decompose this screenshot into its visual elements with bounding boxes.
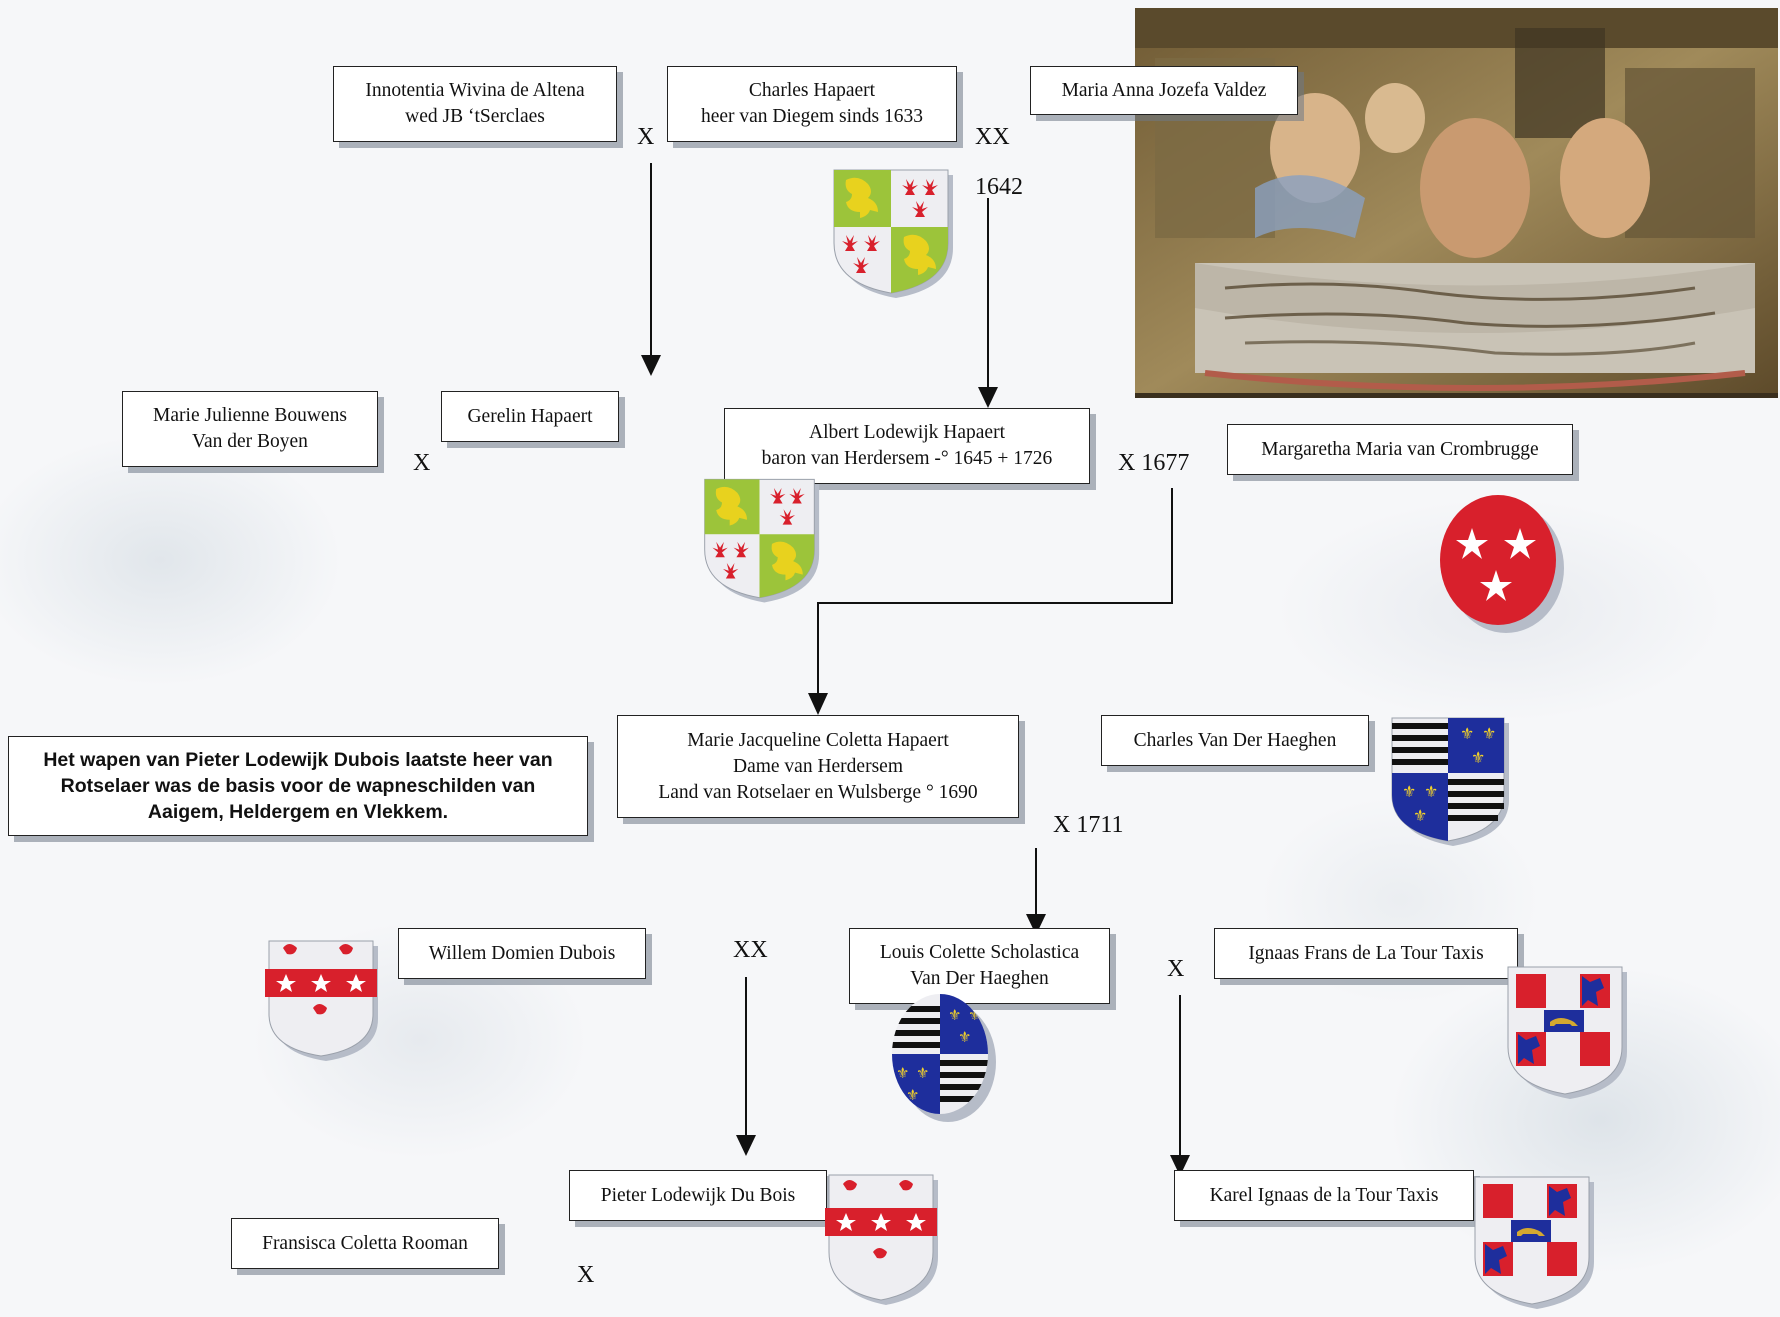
person-maria-valdez: Maria Anna Jozefa Valdez bbox=[1030, 66, 1298, 115]
svg-text:⚜: ⚜ bbox=[958, 1028, 971, 1046]
svg-text:⚜: ⚜ bbox=[948, 1006, 961, 1024]
marriage-mark: X bbox=[1167, 956, 1185, 982]
person-detail: Van Der Haeghen bbox=[910, 968, 1049, 989]
marriage-year: 1642 bbox=[975, 174, 1023, 200]
svg-text:⚜: ⚜ bbox=[1413, 806, 1427, 825]
person-detail: baron van Herdersem -° 1645 + 1726 bbox=[761, 448, 1053, 469]
svg-text:⚜: ⚜ bbox=[1460, 724, 1474, 743]
person-name: Charles Van Der Haeghen bbox=[1133, 729, 1337, 751]
person-charles-hapaert: Charles Hapaert heer van Diegem sinds 16… bbox=[667, 66, 957, 142]
svg-text:⚜: ⚜ bbox=[1471, 748, 1485, 767]
person-pieter-lodewijk-du-bois: Pieter Lodewijk Du Bois bbox=[569, 1170, 827, 1221]
marriage-mark: X bbox=[413, 450, 431, 476]
person-detail: Dame van Herdersem bbox=[732, 755, 903, 777]
person-fransisca-coletta-rooman: Fransisca Coletta Rooman bbox=[231, 1218, 499, 1269]
person-margaretha-van-crombrugge: Margaretha Maria van Crombrugge bbox=[1227, 424, 1573, 475]
van-der-haeghen-crest-icon: ⚜ ⚜ ⚜ ⚜ ⚜ ⚜ bbox=[1386, 713, 1516, 853]
person-name: Louis Colette Scholastica bbox=[879, 942, 1080, 963]
arrow-head bbox=[736, 1135, 756, 1156]
dubois-crest-icon bbox=[823, 1170, 943, 1310]
arrow-head bbox=[1026, 914, 1046, 935]
marriage-mark: X bbox=[637, 124, 655, 150]
person-charles-van-der-haeghen: Charles Van Der Haeghen bbox=[1101, 715, 1369, 766]
person-detail: heer van Diegem sinds 1633 bbox=[700, 106, 924, 127]
person-name: Marie Julienne Bouwens bbox=[153, 405, 347, 426]
marriage-mark: X 1711 bbox=[1053, 812, 1124, 838]
person-name: Fransisca Coletta Rooman bbox=[262, 1232, 468, 1254]
note-box: Het wapen van Pieter Lodewijk Dubois laa… bbox=[8, 736, 588, 836]
tour-taxis-crest-icon bbox=[1502, 962, 1632, 1107]
arrow-head bbox=[978, 387, 998, 408]
person-gerelin-hapaert: Gerelin Hapaert bbox=[441, 391, 619, 442]
person-ignaas-de-la-tour-taxis: Ignaas Frans de La Tour Taxis bbox=[1214, 928, 1518, 979]
svg-text:⚜: ⚜ bbox=[916, 1064, 929, 1082]
van-der-haeghen-oval-crest-icon: ⚜ ⚜ ⚜ ⚜ ⚜ ⚜ bbox=[888, 992, 1008, 1132]
person-louis-van-der-haeghen: Louis Colette Scholastica Van Der Haeghe… bbox=[849, 928, 1110, 1004]
person-name: Margaretha Maria van Crombrugge bbox=[1261, 438, 1539, 460]
person-detail: Van der Boyen bbox=[192, 431, 308, 452]
dubois-crest-icon bbox=[263, 936, 383, 1066]
hapaert-crest-icon bbox=[697, 472, 822, 612]
svg-text:⚜: ⚜ bbox=[968, 1006, 981, 1024]
svg-text:⚜: ⚜ bbox=[1482, 724, 1496, 743]
person-name: Albert Lodewijk Hapaert bbox=[808, 422, 1005, 443]
person-innotentia-de-altena: Innotentia Wivina de Altena wed JB ‘tSer… bbox=[333, 66, 617, 142]
person-name: Marie Jacqueline Coletta Hapaert bbox=[687, 729, 949, 751]
marriage-mark: XX bbox=[975, 124, 1010, 150]
person-marie-jacqueline-hapaert: Marie Jacqueline Coletta Hapaert Dame va… bbox=[617, 715, 1019, 818]
svg-text:⚜: ⚜ bbox=[1402, 782, 1416, 801]
arrow-head bbox=[641, 355, 661, 376]
person-detail: Land van Rotselaer en Wulsberge ° 1690 bbox=[658, 781, 978, 803]
person-name: Charles Hapaert bbox=[748, 80, 876, 101]
tour-taxis-crest-icon bbox=[1469, 1172, 1599, 1317]
person-name: Willem Domien Dubois bbox=[428, 942, 616, 964]
person-name: Gerelin Hapaert bbox=[467, 405, 593, 427]
marriage-mark: XX bbox=[733, 937, 768, 963]
arrow-head bbox=[808, 693, 828, 715]
svg-text:⚜: ⚜ bbox=[1424, 782, 1438, 801]
person-marie-julienne-bouwens: Marie Julienne Bouwens Van der Boyen bbox=[122, 391, 378, 467]
person-name: Ignaas Frans de La Tour Taxis bbox=[1248, 942, 1484, 964]
person-willem-domien-dubois: Willem Domien Dubois bbox=[398, 928, 646, 979]
marriage-mark: X bbox=[577, 1262, 595, 1288]
person-albert-lodewijk-hapaert: Albert Lodewijk Hapaert baron van Herder… bbox=[724, 408, 1090, 484]
hapaert-crest-icon bbox=[826, 165, 956, 305]
person-name: Karel Ignaas de la Tour Taxis bbox=[1209, 1184, 1439, 1206]
crombrugge-crest-icon bbox=[1432, 488, 1567, 643]
person-name: Maria Anna Jozefa Valdez bbox=[1061, 79, 1267, 101]
person-name: Pieter Lodewijk Du Bois bbox=[600, 1184, 796, 1206]
svg-text:⚜: ⚜ bbox=[896, 1064, 909, 1082]
note-text: Het wapen van Pieter Lodewijk Dubois laa… bbox=[43, 749, 553, 823]
arrow-head bbox=[1170, 1155, 1190, 1176]
svg-text:⚜: ⚜ bbox=[906, 1086, 919, 1104]
marriage-mark: X 1677 bbox=[1118, 450, 1190, 476]
person-karel-de-la-tour-taxis: Karel Ignaas de la Tour Taxis bbox=[1174, 1170, 1474, 1221]
person-name: Innotentia Wivina de Altena bbox=[365, 80, 585, 101]
person-detail: wed JB ‘tSerclaes bbox=[405, 106, 545, 127]
